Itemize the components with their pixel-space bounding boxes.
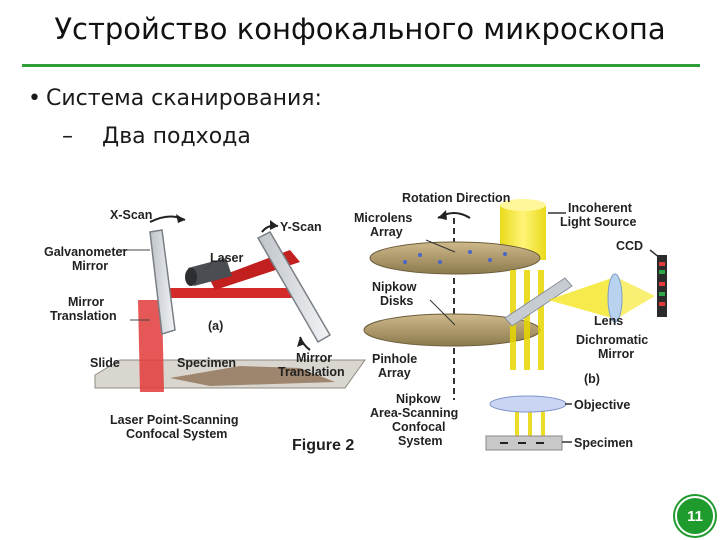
bullet-text: Система сканирования:: [46, 86, 322, 111]
microlens-dots: [403, 250, 507, 264]
label-x-scan: X-Scan: [110, 208, 152, 222]
microlens-disk: [369, 241, 541, 275]
caption-b-line2: Area-Scanning: [370, 406, 458, 420]
galvanometer-mirror: [149, 229, 176, 335]
bullet-marker: •: [28, 86, 41, 111]
panel-b-nipkow: Rotation Direction Microlens Array Incoh…: [354, 191, 667, 451]
label-rotation-direction: Rotation Direction: [402, 191, 510, 205]
bullet-item: •Система сканирования:: [28, 86, 322, 111]
label-pinhole-array: Array: [378, 366, 411, 380]
label-nipkow: Nipkow: [372, 280, 417, 294]
label-panel-b: (b): [584, 372, 600, 386]
label-specimen-b: Specimen: [574, 436, 633, 450]
caption-b-line4: System: [398, 434, 442, 448]
label-lens: Lens: [594, 314, 623, 328]
label-light-source: Light Source: [560, 215, 636, 229]
label-mirror-translation-right: Mirror: [296, 351, 332, 365]
dichromatic-mirror: [504, 277, 573, 327]
label-dichromatic: Dichromatic: [576, 333, 648, 347]
confocal-scanning-figure: X-Scan Y-Scan Galvanometer Mirror Laser …: [44, 191, 667, 454]
sub-bullet-item: – Два подхода: [62, 124, 251, 149]
label-mirror-translation-left-2: Translation: [50, 309, 117, 323]
page-number-badge: 11: [675, 496, 715, 536]
laser-icon: [185, 258, 232, 286]
objective-lens: [489, 395, 567, 413]
y-scan-mirror: [256, 231, 332, 344]
light-cone: [548, 278, 612, 318]
label-dichromatic-mirror: Mirror: [598, 347, 634, 361]
caption-a-line2: Confocal System: [126, 427, 227, 441]
laser-beam-down: [138, 300, 164, 392]
label-microlens-array: Array: [370, 225, 403, 239]
label-incoherent: Incoherent: [568, 201, 633, 215]
figure-label: Figure 2: [292, 437, 354, 454]
specimen-layer: [170, 366, 335, 386]
lens-icon: [607, 273, 623, 323]
label-y-scan: Y-Scan: [280, 220, 322, 234]
label-microlens: Microlens: [354, 211, 412, 225]
label-laser: Laser: [210, 251, 243, 265]
label-nipkow-disks: Disks: [380, 294, 413, 308]
label-specimen-a: Specimen: [177, 356, 236, 370]
panel-a-laser-scanning: X-Scan Y-Scan Galvanometer Mirror Laser …: [44, 208, 366, 441]
label-ccd: CCD: [616, 239, 643, 253]
label-pinhole: Pinhole: [372, 352, 417, 366]
sub-bullet-text: Два подхода: [102, 124, 251, 149]
title-divider: [22, 64, 700, 67]
label-mirror-translation-right-2: Translation: [278, 365, 345, 379]
slide-title: Устройство конфокального микроскопа: [54, 12, 666, 46]
label-slide: Slide: [90, 356, 120, 370]
caption-b-line1: Nipkow: [396, 392, 441, 406]
label-objective: Objective: [574, 398, 630, 412]
laser-beam-horizontal: [160, 288, 300, 298]
label-galvanometer: Galvanometer: [44, 245, 128, 259]
label-panel-a: (a): [208, 319, 223, 333]
sub-bullet-marker: –: [62, 124, 73, 149]
label-mirror-translation-left: Mirror: [68, 295, 104, 309]
caption-b-line3: Confocal: [392, 420, 445, 434]
label-galvanometer-mirror: Mirror: [72, 259, 108, 273]
caption-a-line1: Laser Point-Scanning: [110, 413, 239, 427]
